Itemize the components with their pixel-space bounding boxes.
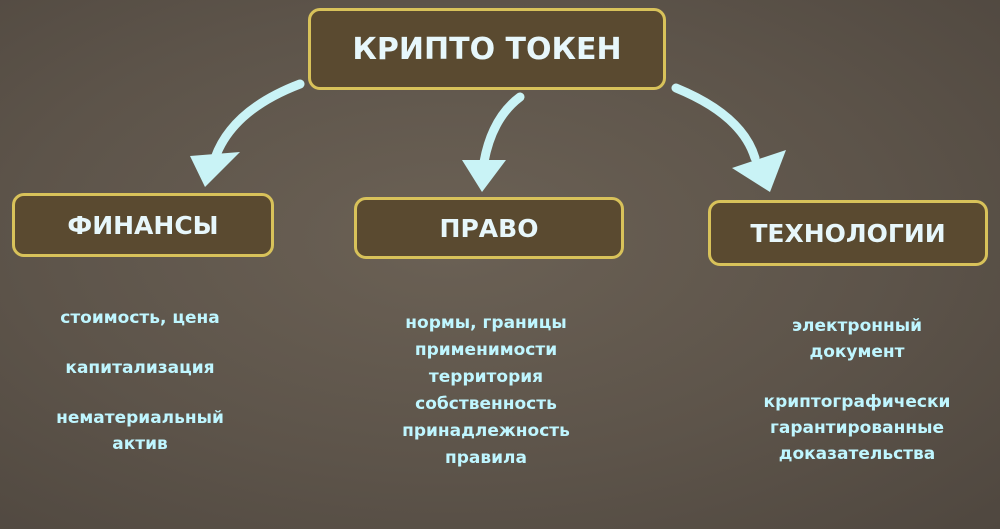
list-item-line: правила <box>445 448 527 468</box>
list-item-line: криптографически <box>763 392 951 412</box>
list-item-line: документ <box>809 342 905 362</box>
list-item: электронный документ <box>722 313 992 365</box>
list-item: капитализация <box>20 355 260 381</box>
law-items: нормы, границы применимости территория с… <box>356 310 616 472</box>
branch-node-tech: ТЕХНОЛОГИИ <box>708 200 988 266</box>
branch-label-finance: ФИНАНСЫ <box>67 210 219 240</box>
root-node-label: КРИПТО ТОКЕН <box>352 31 622 67</box>
arrow-to-finance <box>190 79 305 187</box>
branch-node-finance: ФИНАНСЫ <box>12 193 274 257</box>
root-node: КРИПТО ТОКЕН <box>308 8 666 90</box>
arrow-to-law <box>462 92 525 192</box>
tech-items: электронный документ криптографически га… <box>722 313 992 467</box>
list-item-line: территория <box>428 367 544 387</box>
list-item-line: применимости <box>414 340 558 360</box>
list-item-line: электронный <box>791 316 923 336</box>
list-item-line: актив <box>112 434 168 454</box>
list-item-line: гарантированные <box>770 418 944 438</box>
branch-label-tech: ТЕХНОЛОГИИ <box>750 218 946 248</box>
list-item-line: нематериальный <box>56 408 224 428</box>
list-item: нематериальный актив <box>20 405 260 457</box>
list-item-line: нормы, границы <box>405 313 567 333</box>
list-item: нормы, границы применимости территория с… <box>356 310 616 472</box>
list-item: криптографически гарантированные доказат… <box>722 389 992 467</box>
list-item-line: принадлежность <box>402 421 570 441</box>
arrow-to-tech <box>671 83 786 192</box>
finance-items: стоимость, цена капитализация нематериал… <box>20 305 260 457</box>
list-item-line: капитализация <box>65 358 215 378</box>
branch-node-law: ПРАВО <box>354 197 624 259</box>
list-item-line: доказательства <box>778 444 936 464</box>
list-item: стоимость, цена <box>20 305 260 331</box>
list-item-line: стоимость, цена <box>60 308 220 328</box>
list-item-line: собственность <box>415 394 557 414</box>
branch-label-law: ПРАВО <box>439 213 539 243</box>
